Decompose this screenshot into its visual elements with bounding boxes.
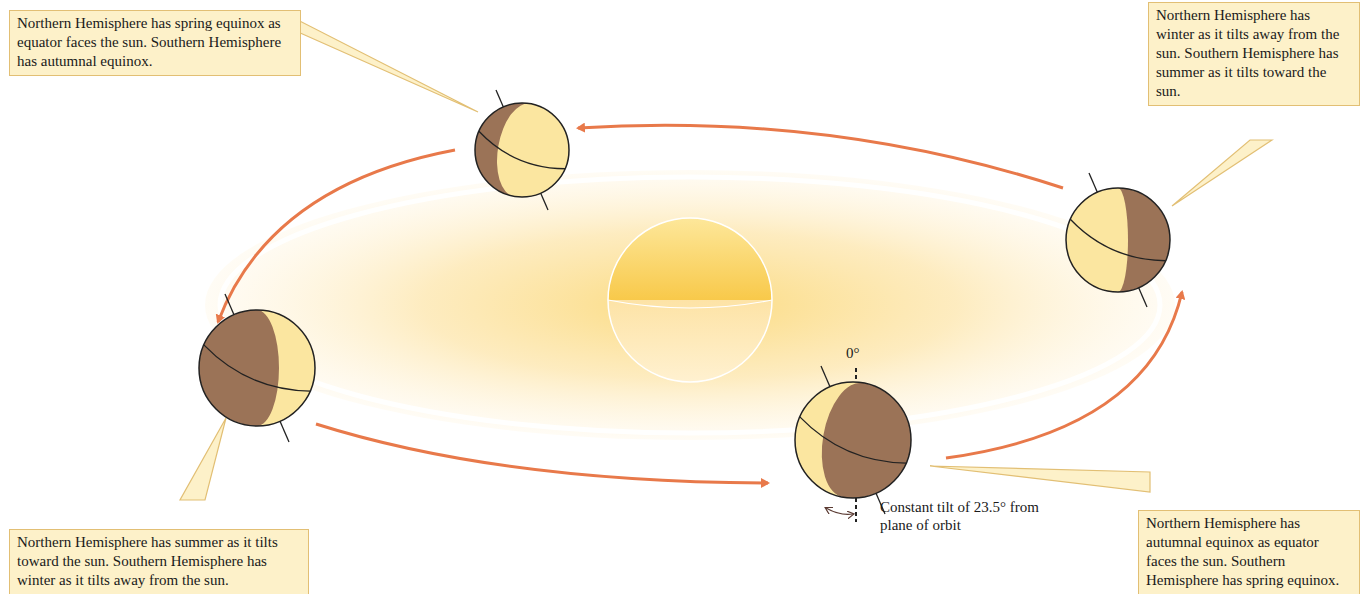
callout-box: Northern Hemisphere has spring equinox a… xyxy=(9,10,301,76)
callout-text: Northern Hemisphere has autumnal equinox… xyxy=(1146,514,1352,590)
earth xyxy=(199,294,315,442)
angle-label: 0° xyxy=(846,344,886,362)
callout-box: Northern Hemisphere has winter as it til… xyxy=(1148,2,1360,106)
vertical-reference xyxy=(826,368,856,522)
tilt-note: Constant tilt of 23.5° from plane of orb… xyxy=(880,498,1060,534)
callout-text: Northern Hemisphere has summer as it til… xyxy=(17,533,301,590)
sun xyxy=(608,218,772,382)
callout-text: Northern Hemisphere has winter as it til… xyxy=(1156,6,1352,101)
callout-pointer xyxy=(180,16,1272,500)
earth xyxy=(786,366,911,514)
earth xyxy=(475,90,577,210)
orbit-glow xyxy=(205,170,1175,440)
callout-box: Northern Hemisphere has summer as it til… xyxy=(9,529,309,594)
callout-box: Northern Hemisphere has autumnal equinox… xyxy=(1138,510,1360,594)
orbit-arrow xyxy=(218,125,1182,483)
callout-text: Northern Hemisphere has spring equinox a… xyxy=(17,14,293,71)
earth xyxy=(1066,173,1170,307)
